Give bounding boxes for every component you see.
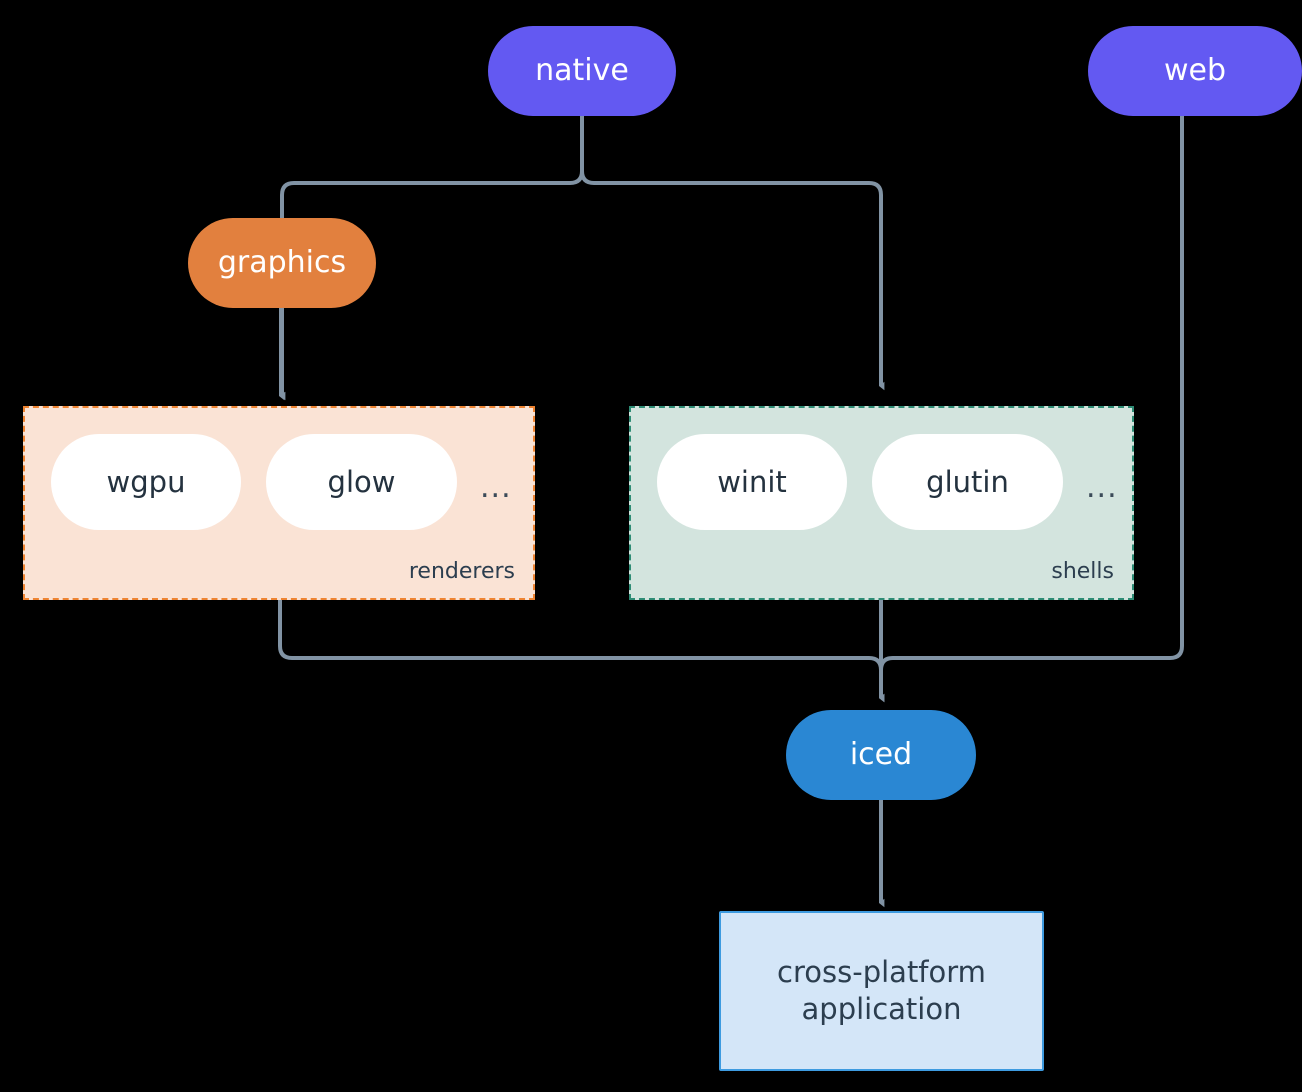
- node-native[interactable]: native: [488, 26, 676, 116]
- leaf-glutin[interactable]: glutin: [872, 434, 1063, 530]
- node-application-line2: application: [801, 992, 962, 1026]
- node-graphics-label: graphics: [217, 244, 347, 280]
- edge-renderers-to-iced: [278, 600, 885, 703]
- leaf-glow-label: glow: [327, 465, 396, 499]
- node-application-line1: cross-platform: [777, 954, 986, 989]
- leaf-wgpu[interactable]: wgpu: [51, 434, 241, 530]
- node-iced[interactable]: iced: [786, 710, 976, 800]
- edge-native-to-shells: [580, 114, 885, 391]
- leaf-glow[interactable]: glow: [266, 434, 457, 530]
- node-iced-label: iced: [849, 736, 913, 772]
- group-shells: winit glutin ... shells: [629, 406, 1134, 600]
- node-graphics[interactable]: graphics: [188, 218, 376, 308]
- leaf-winit[interactable]: winit: [657, 434, 847, 530]
- leaf-wgpu-label: wgpu: [106, 465, 186, 499]
- leaf-winit-label: winit: [717, 465, 787, 499]
- node-native-label: native: [535, 52, 629, 88]
- node-web-label: web: [1163, 52, 1227, 88]
- leaf-glutin-label: glutin: [926, 465, 1009, 499]
- node-application[interactable]: cross-platform application: [719, 911, 1044, 1071]
- shells-more-ellipsis: ...: [1086, 470, 1118, 505]
- node-web[interactable]: web: [1088, 26, 1302, 116]
- renderers-more-ellipsis: ...: [480, 470, 512, 505]
- group-renderers: wgpu glow ... renderers: [23, 406, 535, 600]
- group-shells-label: shells: [1051, 559, 1114, 584]
- group-renderers-label: renderers: [408, 559, 515, 584]
